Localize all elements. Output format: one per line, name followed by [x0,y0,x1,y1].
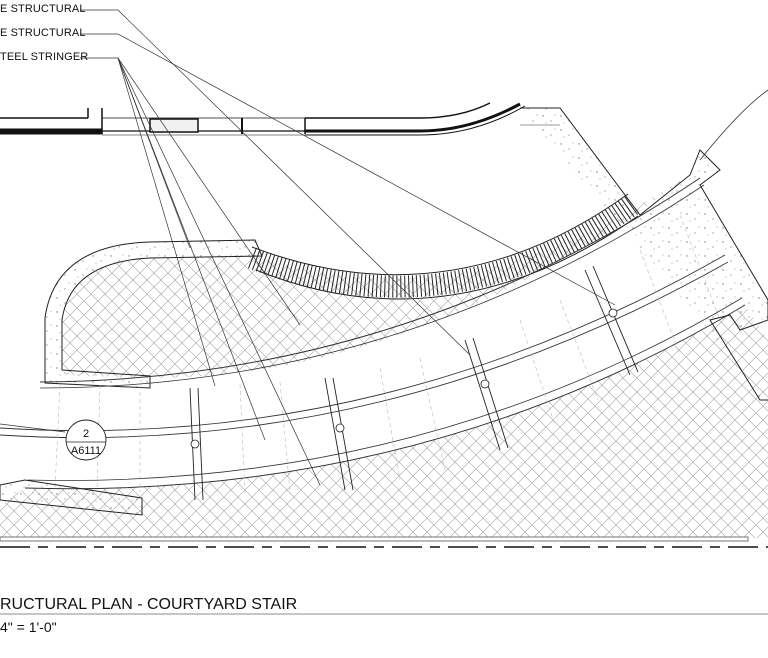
hatch-ground-lower [0,305,768,538]
section-tag[interactable]: 2 A6111 [0,419,107,461]
bottom-edge [0,536,749,542]
building-wall [0,102,560,136]
drawing-title: RUCTURAL PLAN - COURTYARD STAIR [0,596,298,613]
drawing-scale: 4" = 1'-0" [0,619,57,635]
right-wall [520,107,768,401]
callout-label-2: E STRUCTURAL [0,27,86,39]
stair-risers [54,214,721,496]
planter-wall [44,239,263,389]
lower-curb [0,479,143,516]
section-sheet: A6111 [71,445,101,457]
section-number: 2 [83,428,89,440]
hatch-planter [62,175,690,378]
stair-handrail [0,254,726,432]
stair-upper-edge [39,177,701,383]
callout-label-3: TEEL STRINGER [0,51,89,63]
stair-lower-edge [24,304,746,490]
stringer-lines [189,265,639,501]
callout-label-1: E STRUCTURAL [0,3,86,15]
callout-leaders [80,9,616,486]
